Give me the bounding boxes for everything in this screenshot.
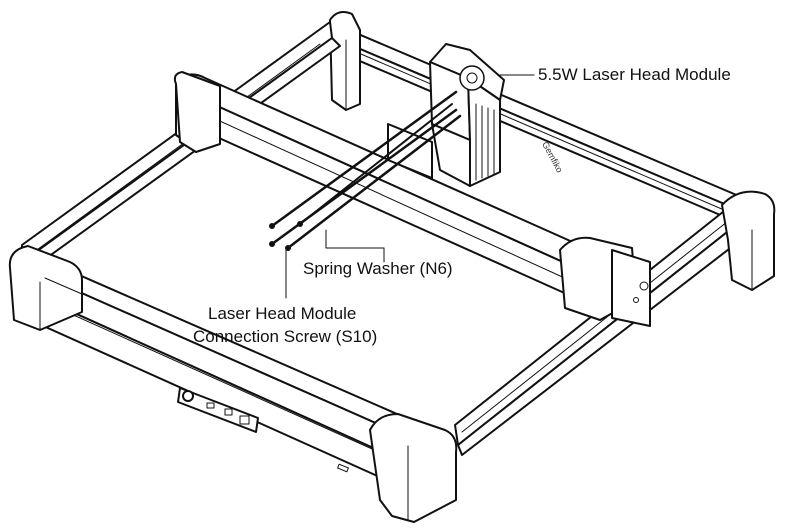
- gantry-right-carriage: [559, 236, 651, 327]
- back-right-corner: [721, 190, 776, 291]
- front-right-corner: [369, 413, 458, 523]
- screw-label-line2: Connection Screw (S10): [193, 327, 378, 346]
- leader-lines: [285, 74, 535, 299]
- back-left-corner: [329, 11, 361, 111]
- connection-screws: [270, 90, 462, 250]
- front-rail: [21, 249, 449, 506]
- gantry-left-carriage: [173, 71, 221, 153]
- control-panel: [177, 387, 259, 433]
- screw-heads: [269, 221, 303, 251]
- laser-head-module: [429, 43, 505, 187]
- spring-washer-label: Spring Washer (N6): [303, 259, 453, 278]
- laser-head-label: 5.5W Laser Head Module: [538, 65, 731, 84]
- front-left-corner: [8, 245, 83, 331]
- laser-carriage-plate: [387, 123, 433, 179]
- screw-label-line1: Laser Head Module: [208, 304, 357, 323]
- spring-washer-leader: [325, 229, 385, 263]
